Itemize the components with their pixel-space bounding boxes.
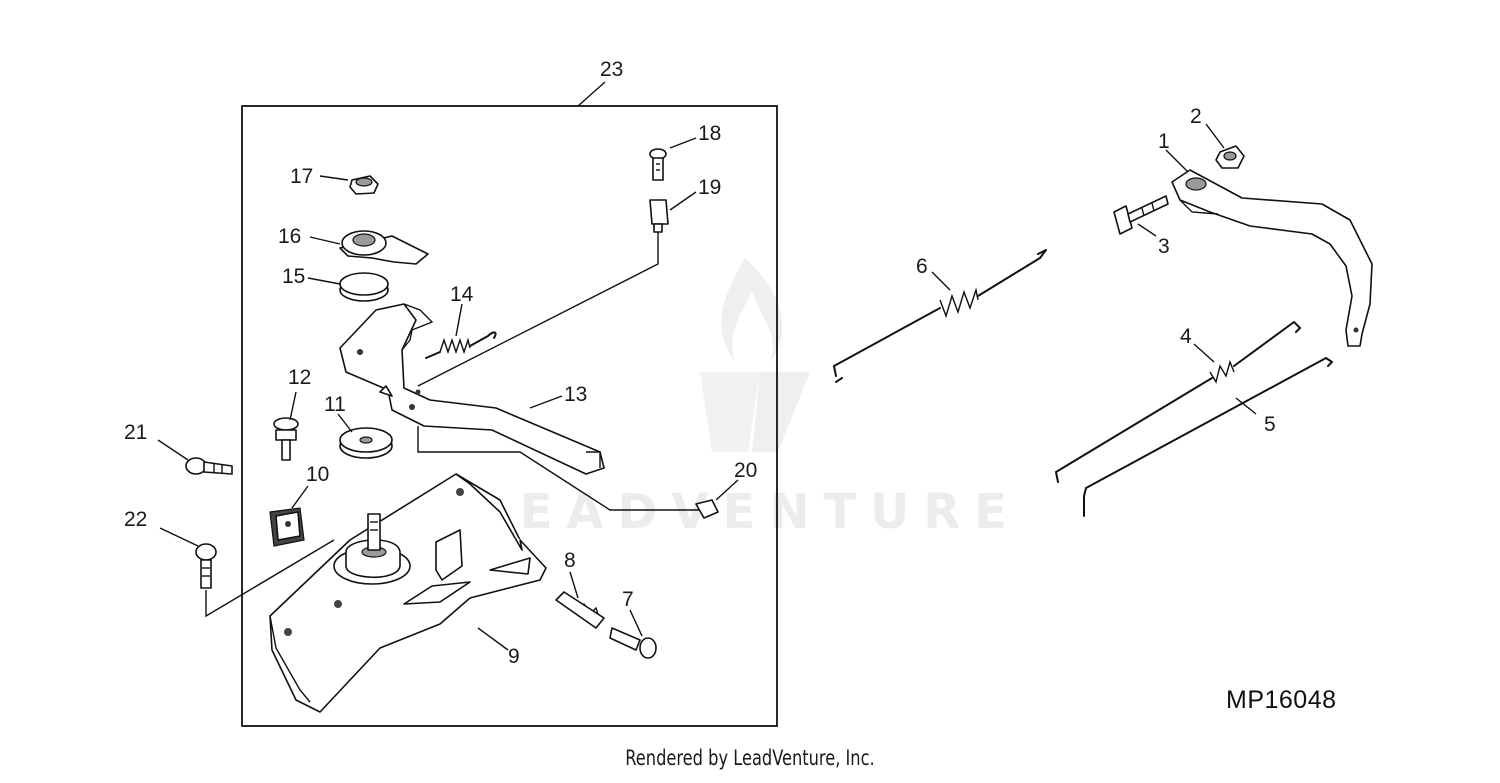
part-21-bolt xyxy=(157,439,233,475)
callout-4: 4 xyxy=(1180,325,1192,348)
callout-2: 2 xyxy=(1190,105,1202,128)
callout-7: 7 xyxy=(622,588,634,611)
part-4-spring-rod xyxy=(1055,321,1301,483)
callout-3: 3 xyxy=(1158,235,1170,258)
part-20-clip xyxy=(695,479,739,519)
part-11-washer xyxy=(337,413,393,459)
callout-9: 9 xyxy=(508,645,520,668)
callout-13: 13 xyxy=(564,383,587,406)
watermark: LEADVENTURE xyxy=(475,258,1021,540)
callout-23: 23 xyxy=(600,58,623,81)
callout-15: 15 xyxy=(282,265,305,288)
part-8-spring xyxy=(555,571,605,629)
part-22-bolt xyxy=(159,527,217,589)
callout-6: 6 xyxy=(916,255,928,278)
part-18-screw xyxy=(649,137,697,181)
callouts: 1 2 3 4 5 6 7 8 9 10 11 12 13 14 15 16 1… xyxy=(124,58,1276,668)
callout-11: 11 xyxy=(324,393,346,416)
leader-23 xyxy=(577,81,606,107)
link-line-19 xyxy=(417,232,659,387)
part-14-spring xyxy=(425,303,497,359)
callout-10: 10 xyxy=(306,463,329,486)
watermark-logo xyxy=(700,258,810,452)
assembly-box xyxy=(241,105,778,727)
part-6-spring-rod xyxy=(833,249,1047,383)
callout-19: 19 xyxy=(698,176,721,199)
part-17-nut xyxy=(319,175,379,195)
part-9-base-plate xyxy=(269,473,547,713)
part-16-bushing-plate xyxy=(309,230,429,265)
callout-14: 14 xyxy=(450,283,474,306)
callout-17: 17 xyxy=(290,165,313,188)
callout-8: 8 xyxy=(564,549,576,572)
part-5-rod xyxy=(1083,357,1333,517)
callout-12: 12 xyxy=(288,366,311,389)
link-line-20 xyxy=(417,426,700,511)
part-3-t-bolt xyxy=(1113,195,1169,237)
part-10-clip xyxy=(269,485,309,547)
figure-id: MP16048 xyxy=(1226,686,1337,714)
callout-20: 20 xyxy=(734,459,757,482)
part-2-nut xyxy=(1205,123,1245,169)
part-15-washer xyxy=(307,272,389,302)
link-line-22 xyxy=(205,539,335,618)
part-1-lever-arm xyxy=(1165,149,1373,347)
callout-18: 18 xyxy=(698,122,721,145)
part-19-fitting xyxy=(649,191,697,233)
watermark-text: LEADVENTURE xyxy=(475,484,1021,540)
callout-5: 5 xyxy=(1264,413,1276,436)
part-7-bolt xyxy=(609,609,657,659)
callout-22: 22 xyxy=(124,508,147,531)
callout-16: 16 xyxy=(278,225,301,248)
part-13-control-lever xyxy=(339,303,605,475)
footer-credit: Rendered by LeadVenture, Inc. xyxy=(625,746,875,770)
callout-1: 1 xyxy=(1158,130,1170,153)
callout-21: 21 xyxy=(124,421,147,444)
part-12-screw xyxy=(273,391,299,461)
